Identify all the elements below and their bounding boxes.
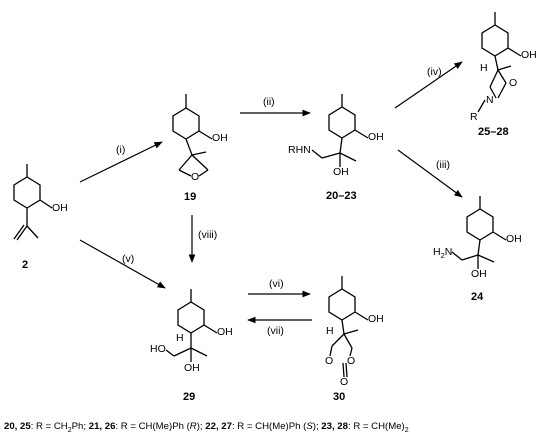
compound-19-structure [172, 94, 213, 177]
c24-h2n-label: H2N [433, 246, 453, 261]
compound-30-structure [328, 276, 369, 378]
compound-25-28-structure [477, 12, 522, 113]
compound-24-label: 24 [471, 291, 484, 303]
c30-ring-o2-label: O [347, 355, 356, 367]
step-ii-label: (ii) [263, 96, 275, 108]
c30-oh-label: OH [368, 313, 384, 325]
compound-29-label: 29 [183, 391, 196, 403]
r-group-footnote: 20, 25: R = CH2Ph; 21, 26: R = CH(Me)Ph … [4, 421, 409, 434]
compound-25-28-label: 25–28 [478, 126, 509, 138]
c30-ring-o1-label: O [325, 355, 334, 367]
arrow-step-iii [397, 149, 463, 198]
c20-oh2-label: OH [333, 166, 349, 178]
compound-2-structure [13, 164, 53, 241]
c25-ring-n-label: N [486, 94, 494, 106]
c29-ho-label: HO [150, 343, 166, 355]
c29-oh-label: OH [217, 326, 233, 338]
c30-carbonyl-o-label: O [340, 376, 349, 388]
c30-h-label: H [326, 325, 334, 337]
step-v-label: (v) [122, 253, 135, 265]
c19-epoxide-o-label: O [191, 171, 200, 183]
c24-oh-label: OH [506, 233, 522, 245]
c2-oh-label: OH [52, 202, 68, 214]
step-iii-label: (iii) [436, 159, 450, 171]
c19-oh-label: OH [212, 132, 228, 144]
step-viii-label: (viii) [198, 229, 218, 241]
compound-20-23-structure [311, 94, 369, 167]
c25-ring-o-label: O [509, 77, 518, 89]
compound-2-label: 2 [22, 259, 29, 271]
c29-h-label: H [176, 332, 184, 344]
arrow-step-i [79, 141, 163, 183]
c20-rhn-label: RHN [288, 144, 311, 156]
c29-oh2-label: OH [184, 362, 200, 374]
compound-24-structure [451, 196, 507, 269]
step-i-label: (i) [116, 144, 126, 156]
c25-r-label: R [470, 111, 478, 123]
reaction-arrows [79, 61, 463, 324]
c25-h-label: H [480, 62, 488, 74]
step-vii-label: (vii) [267, 325, 284, 337]
c25-oh-label: OH [521, 49, 537, 61]
step-vi-label: (vi) [269, 278, 284, 290]
compound-30-label: 30 [333, 391, 346, 403]
c20-oh-label: OH [368, 131, 384, 143]
compound-29-structure [165, 289, 218, 362]
arrow-step-v [79, 239, 166, 289]
step-iv-label: (iv) [427, 66, 442, 78]
c24-oh2-label: OH [471, 268, 487, 280]
compound-19-label: 19 [184, 191, 197, 203]
arrow-step-iv [394, 61, 463, 109]
compound-20-23-label: 20–23 [326, 190, 357, 202]
